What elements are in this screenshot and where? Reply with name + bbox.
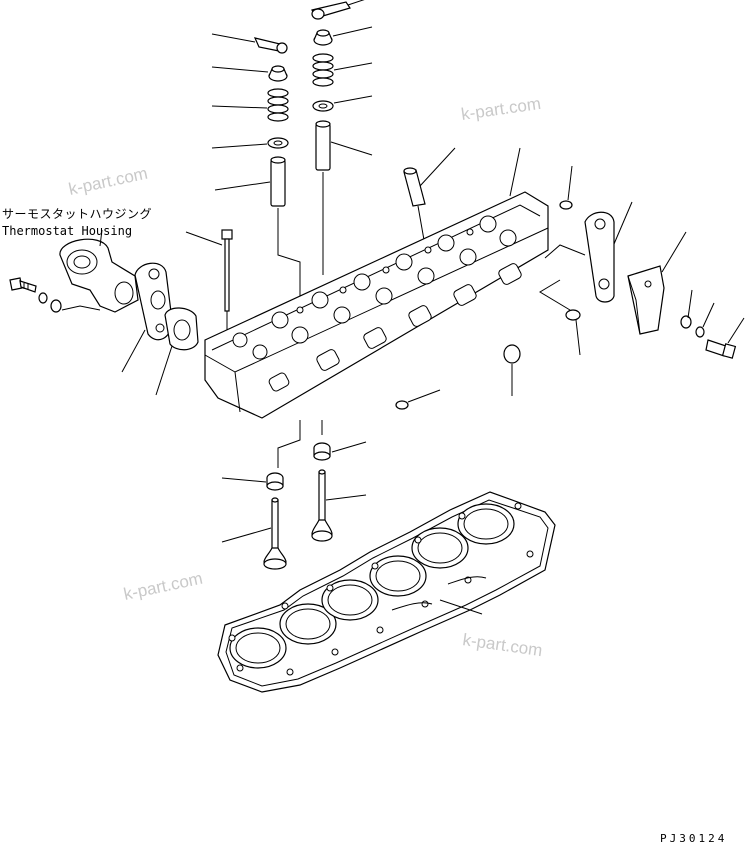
- watermark: k-part.com: [460, 94, 542, 124]
- lock-washer-right: [695, 302, 715, 338]
- washer-left: [50, 299, 62, 313]
- injector-sleeve: [403, 147, 456, 241]
- expansion-plug: [503, 344, 521, 396]
- valve-guide-right: [315, 120, 373, 171]
- bolt-line: [61, 305, 101, 311]
- guide-line: [277, 420, 301, 468]
- valve-seal-left: [221, 472, 284, 491]
- spring-seat-left: [211, 137, 289, 149]
- thermostat-housing: [59, 229, 139, 313]
- guide-line: [277, 208, 301, 300]
- spring-retainer-left: [211, 65, 288, 82]
- watermark: k-part.com: [67, 164, 149, 199]
- cylinder-head: [204, 147, 549, 419]
- plug-top-right: [559, 165, 573, 210]
- plug-side: [395, 389, 441, 410]
- head-gasket: [217, 491, 556, 693]
- spring-seat-right: [312, 95, 373, 112]
- drawing-code: PJ30124: [660, 832, 727, 845]
- thermostat-label-jp: サーモスタットハウジング: [2, 207, 152, 221]
- washer-right: [680, 289, 693, 329]
- spring-retainer-right: [313, 26, 373, 46]
- valve-seal-right: [313, 441, 367, 461]
- thermostat-gasket: [155, 307, 199, 396]
- angle-bracket: [627, 231, 687, 335]
- intake-valve-left: [221, 497, 287, 570]
- lock-washer-left: [38, 292, 48, 304]
- valve-spring-left: [211, 88, 289, 122]
- rocker-cap-left: [211, 33, 288, 54]
- bolt-left: [9, 277, 37, 293]
- exhaust-valve-right: [311, 469, 367, 542]
- valve-guide-left: [214, 156, 286, 207]
- plug-lower-right: [539, 279, 581, 356]
- lifting-bracket: [544, 201, 633, 303]
- valve-spring-right: [312, 53, 373, 87]
- watermark: k-part.com: [122, 569, 204, 604]
- bolt-right: [705, 317, 745, 359]
- thermostat-label-en: Thermostat Housing: [2, 224, 132, 238]
- rocker-cap-right: [311, 0, 365, 20]
- watermark: k-part.com: [461, 630, 543, 660]
